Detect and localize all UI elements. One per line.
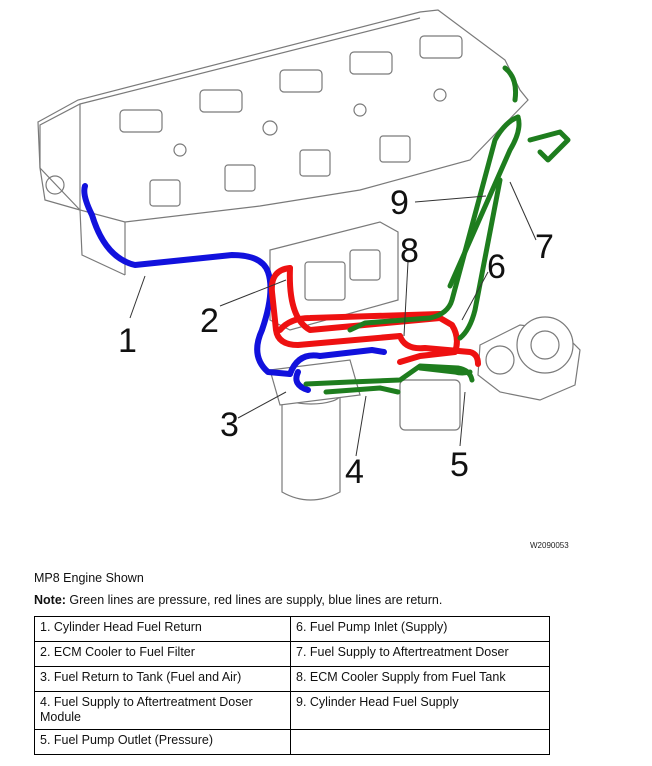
cylinder-head-outline xyxy=(37,9,529,276)
pump-housing-outline xyxy=(399,316,581,431)
ecm-module-outline xyxy=(269,221,399,331)
table-row: 3. Fuel Return to Tank (Fuel and Air) 8.… xyxy=(34,666,550,692)
callout-7: 7 xyxy=(535,228,554,266)
callout-2: 2 xyxy=(200,302,219,340)
legend-cell: 3. Fuel Return to Tank (Fuel and Air) xyxy=(34,666,291,692)
legend-cell: 8. ECM Cooler Supply from Fuel Tank xyxy=(290,666,550,692)
legend-cell: 5. Fuel Pump Outlet (Pressure) xyxy=(34,729,291,755)
callout-1: 1 xyxy=(118,322,137,360)
legend-cell: 9. Cylinder Head Fuel Supply xyxy=(290,691,550,730)
callout-9: 9 xyxy=(390,184,409,222)
figure-caption: MP8 Engine Shown xyxy=(34,571,144,585)
supply-lines xyxy=(268,265,481,367)
table-row: 2. ECM Cooler to Fuel Filter 7. Fuel Sup… xyxy=(34,641,550,667)
note-label: Note: xyxy=(34,593,66,607)
legend-cell: 6. Fuel Pump Inlet (Supply) xyxy=(290,616,550,642)
callout-5: 5 xyxy=(450,446,469,484)
figure-code: W2090053 xyxy=(530,541,569,550)
legend-cell xyxy=(290,729,550,755)
callout-leaders xyxy=(129,181,537,457)
engine-fuel-line-diagram: 1 2 3 4 5 6 7 8 9 xyxy=(37,9,581,501)
return-lines xyxy=(81,183,387,393)
table-row: 1. Cylinder Head Fuel Return 6. Fuel Pum… xyxy=(34,616,550,642)
table-row: 5. Fuel Pump Outlet (Pressure) xyxy=(34,729,550,755)
callout-4: 4 xyxy=(345,453,364,491)
pressure-lines xyxy=(303,65,571,395)
legend-table: 1. Cylinder Head Fuel Return 6. Fuel Pum… xyxy=(34,616,550,755)
legend-cell: 7. Fuel Supply to Aftertreatment Doser xyxy=(290,641,550,667)
table-row: 4. Fuel Supply to Aftertreatment Doser M… xyxy=(34,691,550,730)
callout-6: 6 xyxy=(487,248,506,286)
legend-cell: 1. Cylinder Head Fuel Return xyxy=(34,616,291,642)
legend-cell: 2. ECM Cooler to Fuel Filter xyxy=(34,641,291,667)
note-text: Green lines are pressure, red lines are … xyxy=(65,593,443,607)
legend-cell: 4. Fuel Supply to Aftertreatment Doser M… xyxy=(34,691,291,730)
callout-8: 8 xyxy=(400,232,419,270)
note: Note: Green lines are pressure, red line… xyxy=(34,593,442,607)
callout-3: 3 xyxy=(220,406,239,444)
